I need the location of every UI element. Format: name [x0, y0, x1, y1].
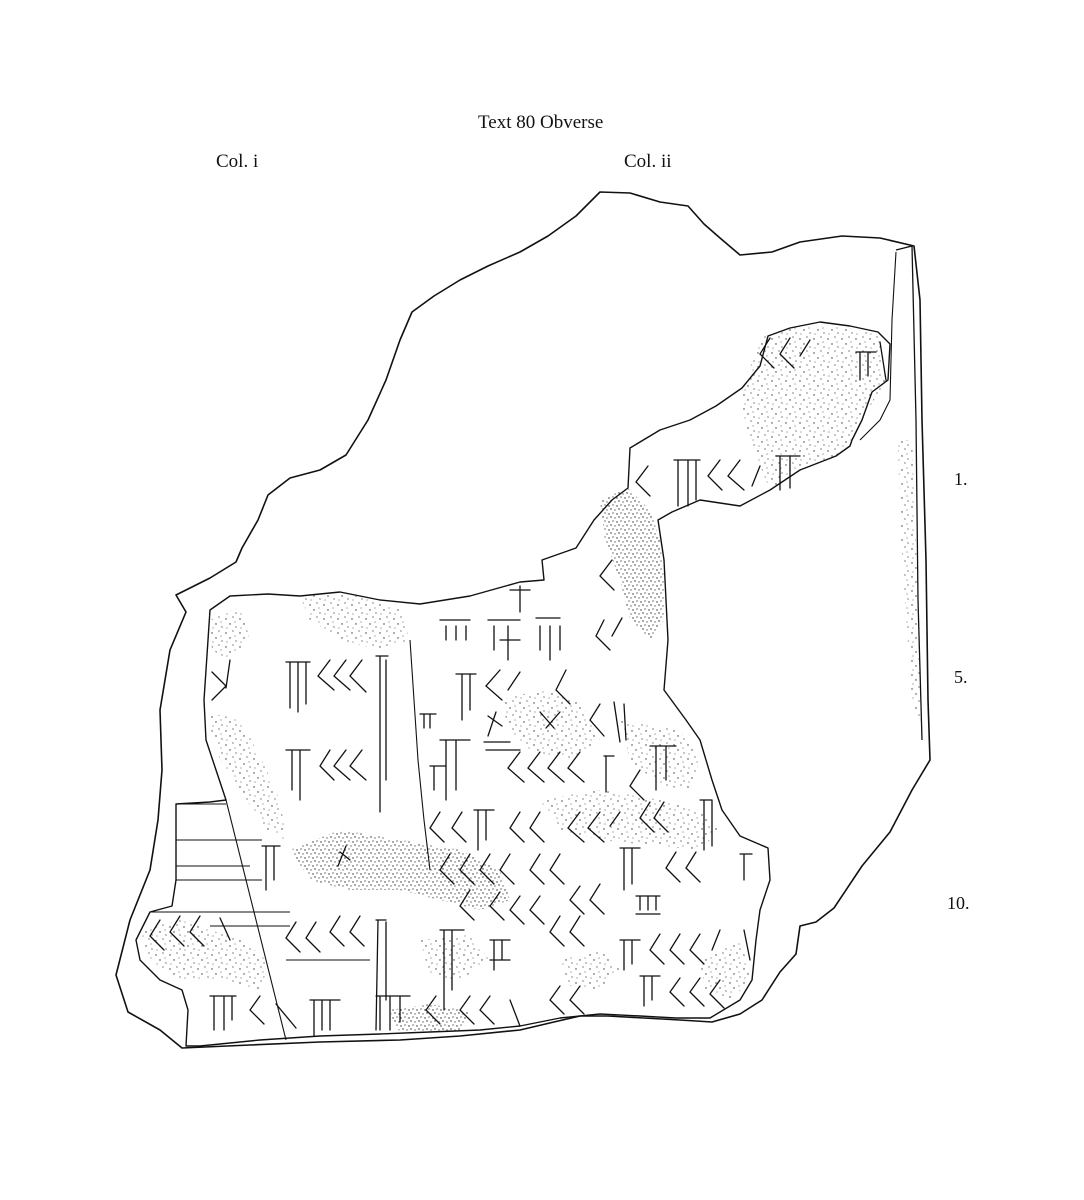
right-edge-shading — [898, 440, 922, 730]
tablet-outer-outline — [115, 191, 931, 1049]
column-label-i: Col. i — [216, 151, 259, 172]
line-number-10: 10. — [947, 893, 970, 913]
column-i-ruling — [150, 799, 370, 1041]
cuneiform-signs — [149, 337, 887, 1037]
line-number-5: 5. — [954, 667, 968, 687]
surface-shading — [140, 326, 886, 1032]
figure-title: Text 80 Obverse — [478, 112, 604, 133]
inscribed-surface-outline — [135, 321, 891, 1047]
column-label-ii: Col. ii — [624, 151, 672, 172]
column-divider — [409, 639, 431, 871]
line-number-1: 1. — [954, 469, 968, 489]
